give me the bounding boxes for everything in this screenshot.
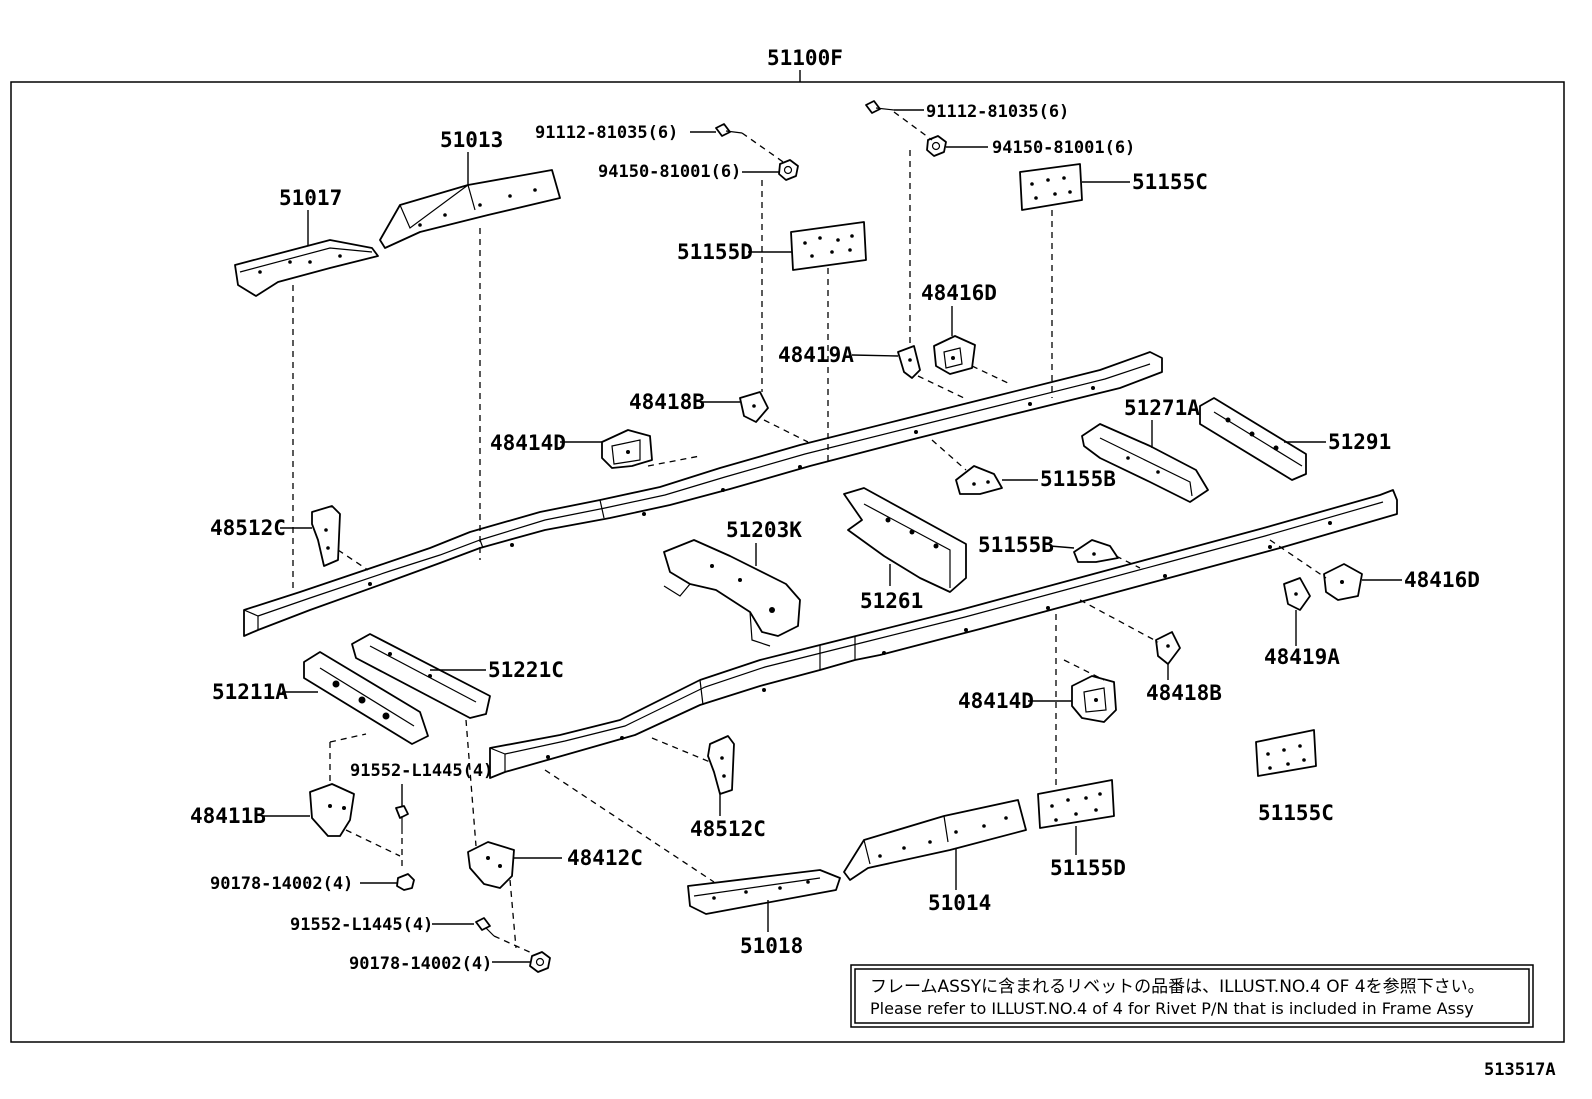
label-91552-a: 91552-L1445(4) xyxy=(350,761,493,781)
part-51017 xyxy=(234,239,379,297)
label-90178-a: 90178-14002(4) xyxy=(210,874,353,894)
part-51155C-top xyxy=(1019,163,1083,211)
right-frame-rail xyxy=(489,489,1398,779)
part-51018 xyxy=(687,869,841,915)
part-51221C xyxy=(351,633,491,719)
bolt-icon xyxy=(865,100,895,114)
label-51014: 51014 xyxy=(928,891,991,915)
nut-icon xyxy=(926,135,947,157)
part-48418B-top xyxy=(739,391,769,423)
assembly-frame xyxy=(10,81,1565,1043)
note-box xyxy=(850,964,1534,1028)
part-51291 xyxy=(1199,397,1307,481)
bolt-icon xyxy=(475,917,495,937)
label-51155B-b: 51155B xyxy=(978,533,1054,557)
part-51013 xyxy=(379,169,561,249)
label-51261: 51261 xyxy=(860,589,923,613)
part-48414D-top xyxy=(601,429,653,469)
label-94150-a: 94150-81001(6) xyxy=(598,162,741,182)
label-51271A: 51271A xyxy=(1124,396,1200,420)
label-48418B-top: 48418B xyxy=(629,390,705,414)
label-51017: 51017 xyxy=(279,186,342,210)
label-48414D-mid: 48414D xyxy=(958,689,1034,713)
label-48512C-top: 48512C xyxy=(210,516,286,540)
nut-icon xyxy=(529,951,551,973)
part-48416D-right xyxy=(1323,563,1363,601)
label-51221C: 51221C xyxy=(488,658,564,682)
part-48414D-mid xyxy=(1071,675,1117,723)
part-51203K xyxy=(663,539,801,647)
label-51211A: 51211A xyxy=(212,680,288,704)
part-48411B xyxy=(309,783,355,837)
nut-icon xyxy=(396,873,415,891)
label-91112-b: 91112-81035(6) xyxy=(926,102,1069,122)
part-51155B-b xyxy=(1073,539,1119,563)
label-51155B-a: 51155B xyxy=(1040,467,1116,491)
label-51155C-right: 51155C xyxy=(1258,801,1334,825)
label-48412C: 48412C xyxy=(567,846,643,870)
label-51155C-top: 51155C xyxy=(1132,170,1208,194)
label-91112-a: 91112-81035(6) xyxy=(535,123,678,143)
part-51155B-a xyxy=(955,465,1003,495)
part-48419A-top xyxy=(897,345,921,379)
part-48416D-top xyxy=(933,335,976,375)
label-51018: 51018 xyxy=(740,934,803,958)
label-48418B-right: 48418B xyxy=(1146,681,1222,705)
label-51155D-bottom: 51155D xyxy=(1050,856,1126,880)
label-48414D-top: 48414D xyxy=(490,431,566,455)
label-48419A-right: 48419A xyxy=(1264,645,1340,669)
label-48416D-right: 48416D xyxy=(1404,568,1480,592)
note-english: Please refer to ILLUST.NO.4 of 4 for Riv… xyxy=(870,999,1474,1018)
left-frame-rail xyxy=(243,351,1163,637)
label-94150-b: 94150-81001(6) xyxy=(992,138,1135,158)
label-91552-b: 91552-L1445(4) xyxy=(290,915,433,935)
label-48419A-top: 48419A xyxy=(778,343,854,367)
illustration-id: 513517A xyxy=(1484,1060,1556,1080)
part-48418B-right xyxy=(1155,631,1181,665)
bolt-icon xyxy=(715,123,743,137)
bolt-icon xyxy=(395,805,409,834)
part-51014 xyxy=(843,799,1027,881)
nut-icon xyxy=(778,159,799,181)
part-51211A xyxy=(303,651,429,745)
part-51261 xyxy=(843,487,967,593)
label-51155D-top: 51155D xyxy=(677,240,753,264)
note-japanese: フレームASSYに含まれるリベットの品番は、ILLUST.NO.4 OF 4を参… xyxy=(870,977,1485,997)
part-51155C-right xyxy=(1255,729,1317,777)
part-48412C xyxy=(467,841,515,889)
label-48512C-bottom: 48512C xyxy=(690,817,766,841)
part-48512C-top xyxy=(311,505,341,567)
part-48512C-bottom xyxy=(707,735,735,795)
part-48419A-right xyxy=(1283,577,1311,611)
assembly-label: 51100F xyxy=(767,46,843,70)
part-51155D-top xyxy=(790,221,867,271)
part-51271A xyxy=(1081,423,1209,503)
label-90178-b: 90178-14002(4) xyxy=(349,954,492,974)
label-51013: 51013 xyxy=(440,128,503,152)
label-48411B: 48411B xyxy=(190,804,266,828)
part-51155D-bottom xyxy=(1037,779,1115,829)
label-51291: 51291 xyxy=(1328,430,1391,454)
label-51203K: 51203K xyxy=(726,518,802,542)
label-48416D-top: 48416D xyxy=(921,281,997,305)
